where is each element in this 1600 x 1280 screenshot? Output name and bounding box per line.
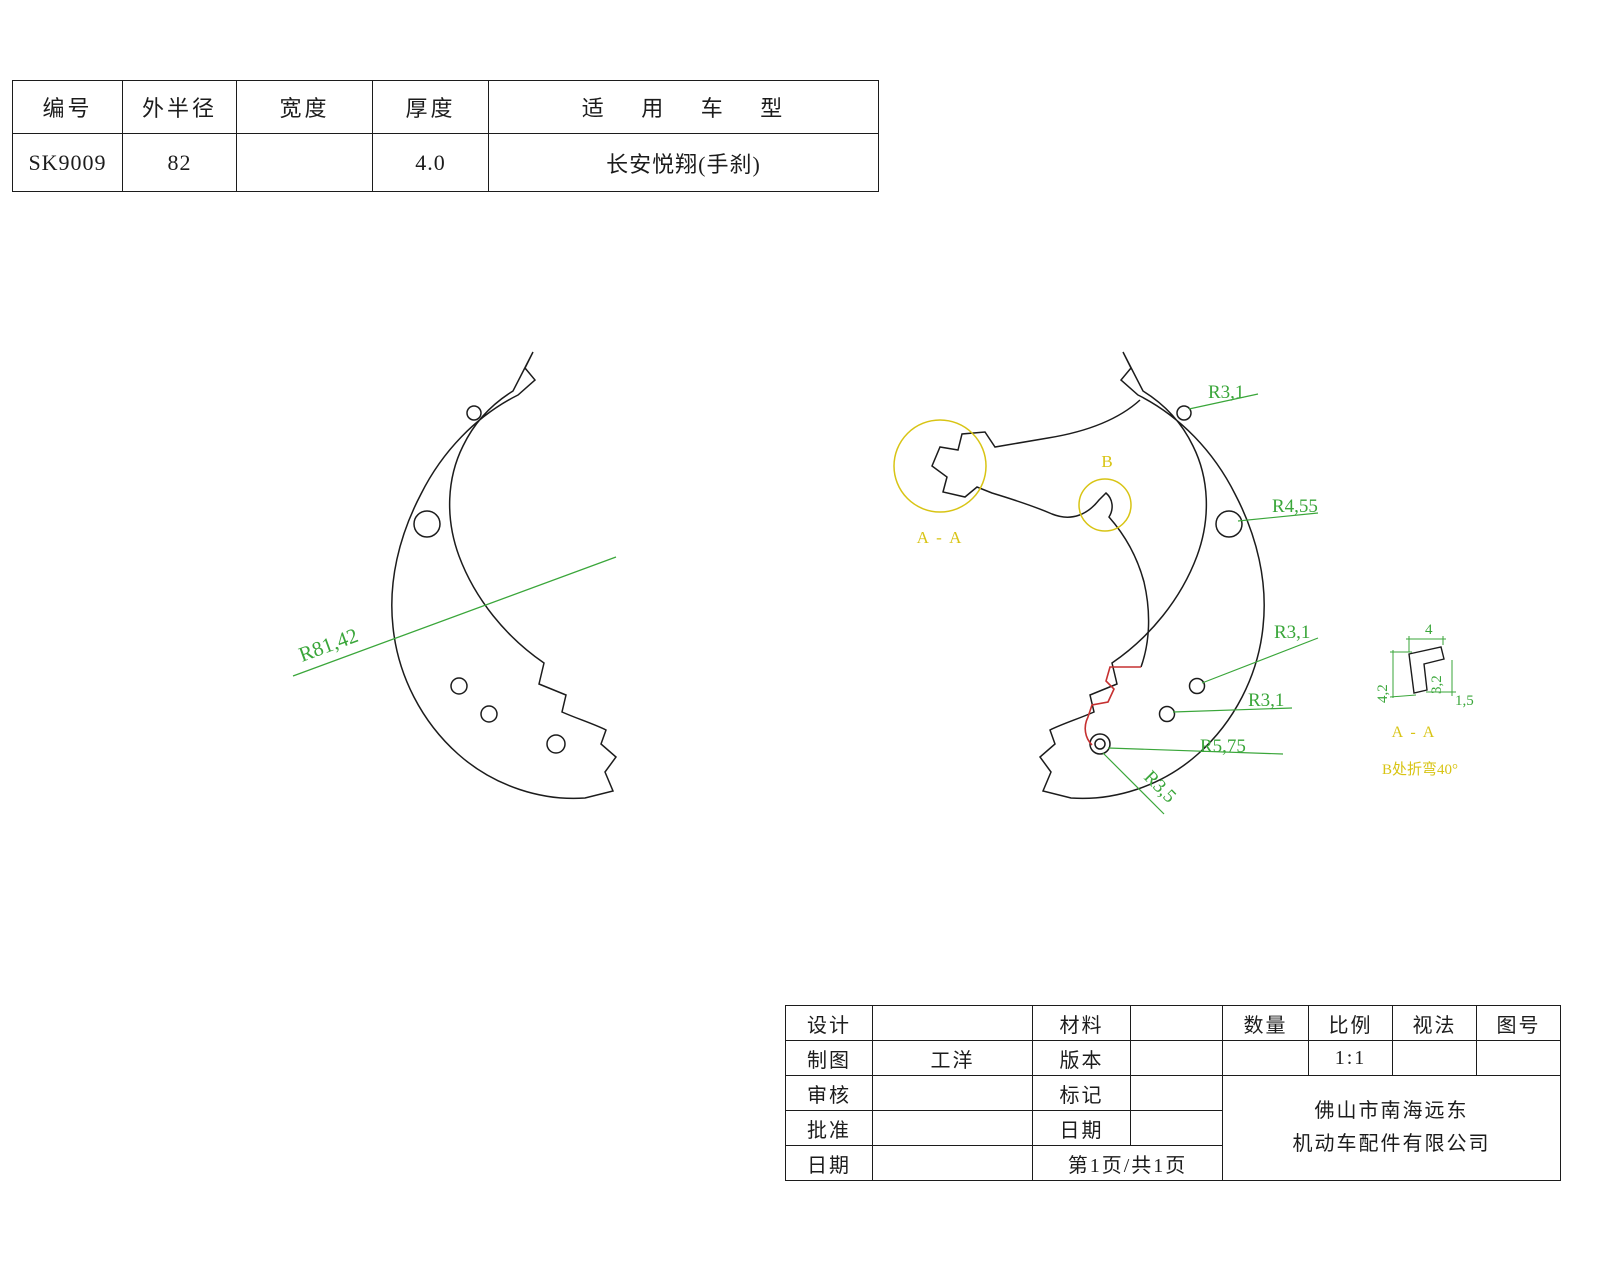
dimension-label: R3,1 <box>1274 622 1310 643</box>
detail-circle-b <box>1078 478 1132 532</box>
pivot-hole-inner <box>1094 738 1106 750</box>
title-block-row: 制图 工洋 版本 1:1 <box>785 1040 1561 1076</box>
spec-col-number: 编号 <box>12 80 123 134</box>
dimension-label: R3,1 <box>1248 690 1284 711</box>
section-detail: 4 4,2 3,2 1,5 A - A B处折弯40° <box>1375 622 1474 778</box>
hub-red-highlight <box>1084 666 1141 746</box>
company-name-line2: 机动车配件有限公司 <box>1292 1133 1491 1155</box>
spec-value-row: SK9009 82 4.0 长安悦翔(手刹) <box>12 133 879 192</box>
dimension-leader-line <box>1188 393 1259 410</box>
dimension-label: 4,2 <box>1375 684 1391 703</box>
review-value-cell <box>872 1075 1033 1111</box>
spec-val-width <box>236 133 373 192</box>
left-brake-shoe-outline <box>391 351 617 800</box>
bolt-hole <box>1176 405 1192 421</box>
web-contour <box>931 399 1150 668</box>
section-detail-label: A - A <box>1392 724 1437 741</box>
view-value-cell <box>1392 1040 1477 1076</box>
view-label: 视法 <box>1392 1005 1477 1041</box>
dimension-label: 1,5 <box>1455 693 1474 709</box>
company-name: 佛山市南海远东 机动车配件有限公司 <box>1222 1075 1561 1181</box>
design-label: 设计 <box>785 1005 873 1041</box>
section-profile <box>1408 646 1445 694</box>
left-brake-shoe <box>391 351 617 800</box>
mark-value-cell <box>1130 1075 1223 1111</box>
qty-label: 数量 <box>1222 1005 1309 1041</box>
right-brake-shoe <box>931 351 1265 800</box>
spec-val-outer-radius: 82 <box>122 133 237 192</box>
design-value-cell <box>872 1005 1033 1041</box>
title-block-row: 日期 第1页/共1页 <box>785 1145 1561 1181</box>
date-mid-value-cell <box>1130 1110 1223 1146</box>
title-block-row: 设计 材料 数量 比例 视法 图号 <box>785 1005 1561 1041</box>
approve-label: 批准 <box>785 1110 873 1146</box>
section-circle-a <box>893 419 987 513</box>
right-brake-shoe-outline <box>1039 351 1265 800</box>
extension-line <box>1389 694 1417 698</box>
dimension-label: R3,1 <box>1208 382 1244 403</box>
page-info: 第1页/共1页 <box>1032 1145 1223 1181</box>
bolt-hole <box>450 677 468 695</box>
company-name-line1: 佛山市南海远东 <box>1314 1100 1469 1122</box>
section-dim-lines <box>1389 636 1456 698</box>
spec-val-number: SK9009 <box>12 133 123 192</box>
detail-b-label: B <box>1101 452 1112 471</box>
bolt-hole <box>1215 510 1243 538</box>
scale-value: 1:1 <box>1308 1040 1393 1076</box>
drawing-no-label: 图号 <box>1476 1005 1561 1041</box>
approve-value-cell <box>872 1110 1033 1146</box>
review-label: 审核 <box>785 1075 873 1111</box>
date-left-label: 日期 <box>785 1145 873 1181</box>
title-block: 设计 材料 数量 比例 视法 图号 制图 工洋 版本 1:1 审核 标记 佛山市… <box>785 1005 1561 1181</box>
bolt-hole <box>1158 705 1176 723</box>
dimension-leader-line <box>292 556 617 677</box>
detail-markers <box>893 419 1132 532</box>
bolt-hole <box>480 705 498 723</box>
date-left-value-cell <box>872 1145 1033 1181</box>
scale-label: 比例 <box>1308 1005 1393 1041</box>
material-value-cell <box>1130 1005 1223 1041</box>
spec-header-row: 编号 外半径 宽度 厚度 适 用 车 型 <box>12 80 879 134</box>
bolt-hole <box>466 405 482 421</box>
spec-col-width: 宽度 <box>236 80 373 134</box>
bolt-hole <box>1188 677 1206 695</box>
section-a-label: A - A <box>917 528 964 547</box>
draft-value: 工洋 <box>872 1040 1033 1076</box>
dimension-label: 4 <box>1425 622 1433 638</box>
spec-col-thickness: 厚度 <box>372 80 489 134</box>
spec-val-thickness: 4.0 <box>372 133 489 192</box>
dimension-leader-line <box>1201 637 1319 684</box>
spec-col-model: 适 用 车 型 <box>488 80 879 134</box>
dimension-leader-line <box>1172 707 1293 713</box>
date-mid-label: 日期 <box>1032 1110 1131 1146</box>
bolt-hole <box>413 510 441 538</box>
right-dimensions <box>1102 393 1319 815</box>
dimension-leader-line <box>1102 752 1165 815</box>
pivot-hole-outer <box>1089 733 1111 755</box>
mark-label: 标记 <box>1032 1075 1131 1111</box>
left-radius-dimension: R81,42 <box>292 556 617 677</box>
dimension-label: R4,55 <box>1272 496 1318 517</box>
spec-table: 编号 外半径 宽度 厚度 适 用 车 型 SK9009 82 4.0 长安悦翔(… <box>12 80 879 192</box>
section-dim-labels: 4 4,2 3,2 1,5 <box>1375 622 1474 709</box>
version-value-cell <box>1130 1040 1223 1076</box>
bend-note: B处折弯40° <box>1382 761 1458 778</box>
spec-val-model: 长安悦翔(手刹) <box>488 133 879 192</box>
draft-label: 制图 <box>785 1040 873 1076</box>
dimension-leader-line <box>1237 512 1319 522</box>
dimension-label: R5,75 <box>1200 736 1246 757</box>
drawing-no-value-cell <box>1476 1040 1561 1076</box>
bolt-hole <box>546 734 566 754</box>
version-label: 版本 <box>1032 1040 1131 1076</box>
dimension-label: R81,42 <box>295 623 361 667</box>
title-block-row: 批准 日期 <box>785 1110 1561 1146</box>
qty-value-cell <box>1222 1040 1309 1076</box>
title-block-row: 审核 标记 佛山市南海远东 机动车配件有限公司 <box>785 1075 1561 1181</box>
material-label: 材料 <box>1032 1005 1131 1041</box>
dimension-leader-line <box>1107 747 1284 755</box>
spec-col-outer-radius: 外半径 <box>122 80 237 134</box>
dimension-label: 3,2 <box>1429 675 1445 694</box>
right-dimension-labels: R3,1 R4,55 R3,1 R3,1 R5,75 R3,5 <box>1139 382 1317 807</box>
